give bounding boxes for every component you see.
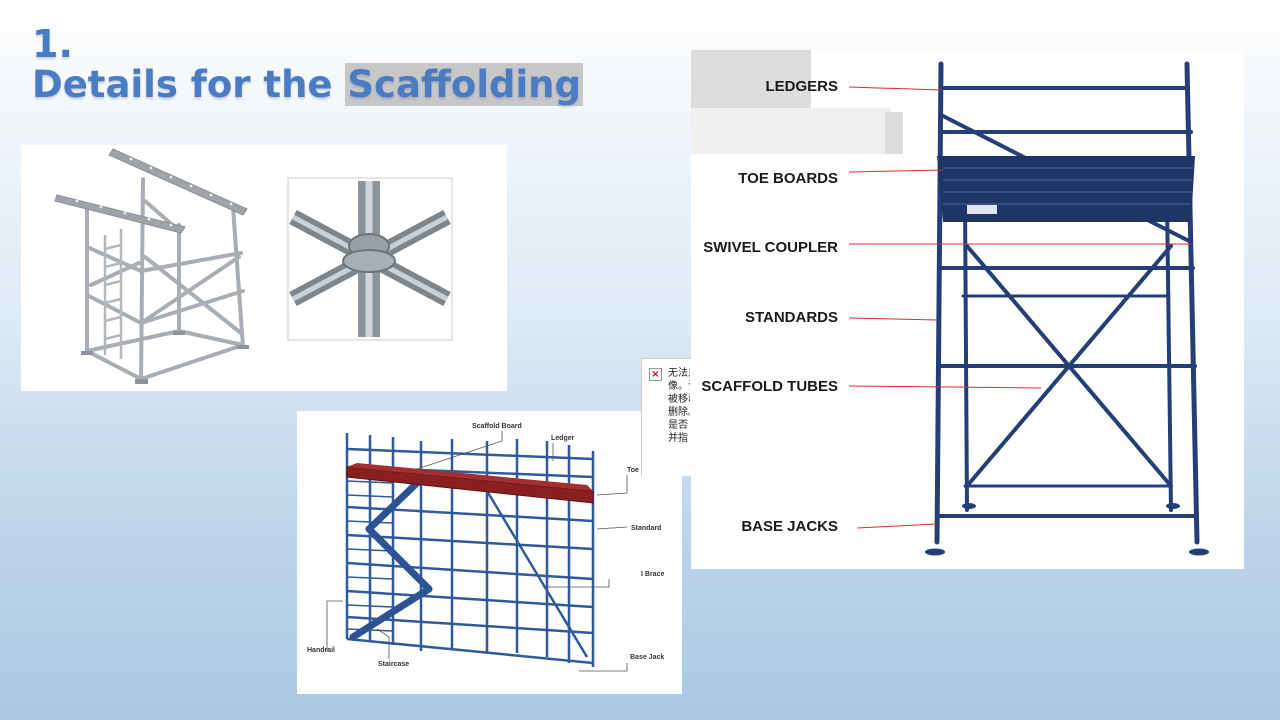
slide-number: 1. [32, 22, 73, 66]
label-base-jacks: BASE JACKS [741, 518, 838, 535]
tower-scaffold-diagram: LEDGERS TOE BOARDS SWIVEL COUPLER STANDA… [691, 50, 1209, 556]
broken-text-line: 被移动 [668, 394, 690, 405]
galvanized-frame-icon [54, 148, 453, 384]
label-standard: Standard [631, 525, 661, 532]
label-ledger: Ledger [551, 435, 575, 442]
title-prefix: Details for the [32, 63, 346, 106]
slide-title: Details for the Scaffolding [32, 63, 584, 106]
label-swivel-coupler: SWIVEL COUPLER [703, 239, 838, 256]
broken-image-text: 无法显 像。该 被移动 删除。 是否 并指 [668, 367, 690, 445]
broken-text-line: 删除。 [668, 407, 690, 418]
label-scaffold-tubes: SCAFFOLD TUBES [701, 378, 838, 395]
photo-panel-frame [21, 145, 507, 391]
broken-image-icon: × [649, 368, 662, 381]
label-toe-boards: TOE BOARDS [738, 170, 838, 187]
broken-text-line: 像。该 [668, 381, 690, 392]
label-brace: I Brace [641, 571, 664, 578]
title-highlight: Scaffolding [345, 63, 584, 106]
broken-text-line: 无法显 [668, 368, 690, 379]
label-handrail: Handrail [307, 647, 335, 654]
label-ledgers: LEDGERS [765, 78, 838, 95]
broken-image-placeholder: × 无法显 像。该 被移动 删除。 是否 并指 [641, 358, 691, 476]
label-staircase: Staircase [378, 661, 409, 668]
facade-scaffold-diagram: Scaffold Board Ledger Toe Board Standard… [307, 423, 664, 672]
label-scaffold-board: Scaffold Board [472, 423, 522, 430]
tower-diagram-panel: LEDGERS TOE BOARDS SWIVEL COUPLER STANDA… [691, 50, 1244, 569]
broken-text-line: 是否 [668, 420, 688, 431]
label-base-jack: Base Jack [630, 654, 664, 661]
facade-diagram-panel: Scaffold Board Ledger Toe Board Standard… [297, 411, 682, 694]
label-standards: STANDARDS [745, 309, 838, 326]
broken-text-line: 并指 [668, 433, 688, 444]
